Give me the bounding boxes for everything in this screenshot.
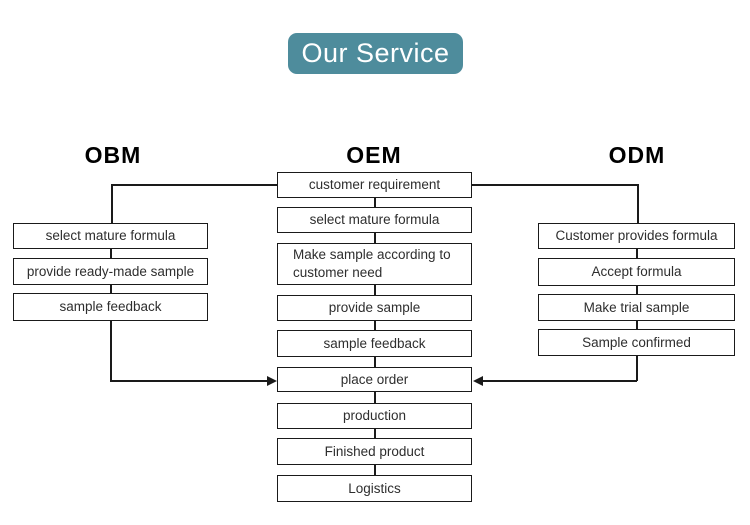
flow-box-oem-make-sample: Make sample according to customer need [277,243,472,285]
connector-obm-to-place-order [110,380,268,382]
title-badge-label: Our Service [301,38,450,68]
flow-box-odm-sample-confirmed: Sample confirmed [538,329,735,356]
connector-oem-6-7 [374,392,376,403]
connector-oem-8-9 [374,465,376,475]
arrowhead-left-icon [473,376,483,386]
flow-box-oem-finished-product: Finished product [277,438,472,465]
flow-box-oem-make-sample-label: Make sample according to customer need [293,247,451,280]
connector-oem-5-6 [374,357,376,367]
connector-oem-3-4 [374,285,376,295]
connector-odm-down-vertical [636,356,638,381]
flow-box-oem-place-order: place order [277,367,472,392]
flow-box-oem-logistics: Logistics [277,475,472,502]
connector-odm-1-2 [636,249,638,258]
connector-top-right-vertical [637,184,639,223]
connector-top-left-vertical [111,184,113,223]
connector-oem-4-5 [374,321,376,330]
flow-box-oem-production: production [277,403,472,429]
flow-box-odm-customer-provides-formula: Customer provides formula [538,223,735,249]
connector-obm-1-2 [110,249,112,258]
column-header-odm: ODM [608,142,666,168]
flow-box-obm-select-mature-formula: select mature formula [13,223,208,249]
connector-top-left-horizontal [111,184,277,186]
connector-odm-3-4 [636,321,638,329]
connector-oem-2-3 [374,233,376,243]
arrowhead-right-icon [267,376,277,386]
flow-box-odm-make-trial-sample: Make trial sample [538,294,735,321]
title-badge: Our Service [288,33,463,74]
flow-box-obm-provide-ready-made-sample: provide ready-made sample [13,258,208,285]
flow-box-oem-provide-sample: provide sample [277,295,472,321]
connector-top-right-horizontal [472,184,638,186]
connector-oem-7-8 [374,429,376,438]
connector-odm-to-place-order [483,380,637,382]
flow-box-oem-select-mature-formula: select mature formula [277,207,472,233]
column-header-oem: OEM [346,142,402,168]
flow-box-odm-accept-formula: Accept formula [538,258,735,286]
connector-oem-1-2 [374,198,376,207]
flow-box-oem-sample-feedback: sample feedback [277,330,472,357]
connector-odm-2-3 [636,286,638,294]
flow-box-obm-sample-feedback: sample feedback [13,293,208,321]
connector-obm-2-3 [110,285,112,293]
column-header-obm: OBM [84,142,142,168]
connector-obm-down-vertical [110,321,112,381]
flow-box-oem-customer-requirement: customer requirement [277,172,472,198]
